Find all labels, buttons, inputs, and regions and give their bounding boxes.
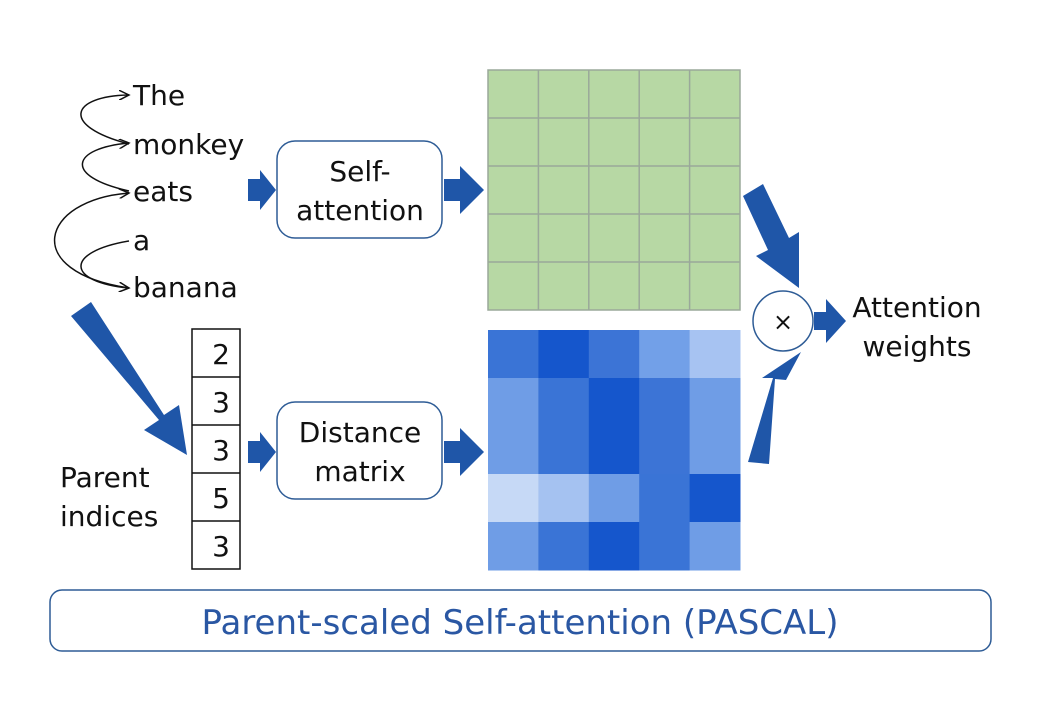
self-attention-line2: attention [296,194,424,227]
distance-cell-4-4 [639,474,691,523]
arrow-to-attention-grid [444,166,484,214]
distance-cell-5-2 [538,522,590,571]
arc-a-banana [80,240,129,288]
pascal-banner-title: Parent-scaled Self-attention (PASCAL) [202,603,839,643]
distance-cell-1-5 [689,330,741,379]
arrow-to-distance-grid [444,428,484,476]
distance-cell-3-3 [588,426,640,475]
output-line1: Attention [852,291,981,324]
distance-cell-1-3 [588,330,640,379]
arrow-to-distance-matrix [248,432,276,472]
arrow-to-self-attention [248,170,276,210]
arc-banana-eats [53,193,129,289]
distance-cell-1-4 [639,330,691,379]
arc-eats-monkey [81,143,129,192]
parent-indices-label-line1: Parent [60,461,150,494]
distance-heatmap [488,330,741,571]
output-line2: weights [863,330,972,363]
parent-index-1: 2 [212,338,230,371]
arrow-to-output [814,299,846,343]
word-2: monkey [133,128,244,161]
arrow-to-parent-indices [71,302,187,455]
sentence-words: The monkey eats a banana [132,79,244,304]
distance-cell-5-4 [639,522,691,571]
parent-indices-label-line2: indices [60,500,158,533]
distance-cell-2-4 [639,378,691,427]
word-1: The [132,79,185,112]
self-attention-grid [487,69,741,311]
arc-monkey-the [80,95,129,145]
self-attention-box: Self- attention [276,140,443,239]
distance-cell-1-1 [488,330,539,379]
distance-cell-4-2 [538,474,590,523]
distance-cell-4-5 [689,474,741,523]
multiply-symbol: × [773,308,793,336]
parent-index-3: 3 [212,434,230,467]
arrow-attention-to-multiply [743,184,799,288]
dependency-arcs [53,95,129,289]
word-5: banana [133,271,238,304]
distance-cell-2-3 [588,378,640,427]
distance-cell-2-5 [689,378,741,427]
arrow-distance-to-multiply [748,352,801,464]
self-attention-line1: Self- [329,155,390,188]
distance-matrix-line2: matrix [314,455,405,488]
pascal-banner: Parent-scaled Self-attention (PASCAL) [49,589,992,652]
parent-index-4: 5 [212,482,230,515]
distance-cell-1-2 [538,330,590,379]
distance-cell-5-1 [488,522,539,571]
distance-cell-4-1 [488,474,539,523]
distance-cell-3-2 [538,426,590,475]
parent-indices-column: 2 3 3 5 3 [191,328,241,570]
distance-cell-5-5 [689,522,741,571]
distance-cell-3-4 [639,426,691,475]
parent-index-2: 3 [212,386,230,419]
distance-matrix-line1: Distance [299,416,421,449]
word-3: eats [133,175,193,208]
distance-cell-2-1 [488,378,539,427]
distance-cell-3-1 [488,426,539,475]
distance-cell-5-3 [588,522,640,571]
distance-matrix-box: Distance matrix [276,401,443,500]
parent-index-5: 3 [212,530,230,563]
word-4: a [133,224,150,257]
multiply-node: × [752,290,814,352]
distance-cell-2-2 [538,378,590,427]
distance-cell-3-5 [689,426,741,475]
distance-cell-4-3 [588,474,640,523]
